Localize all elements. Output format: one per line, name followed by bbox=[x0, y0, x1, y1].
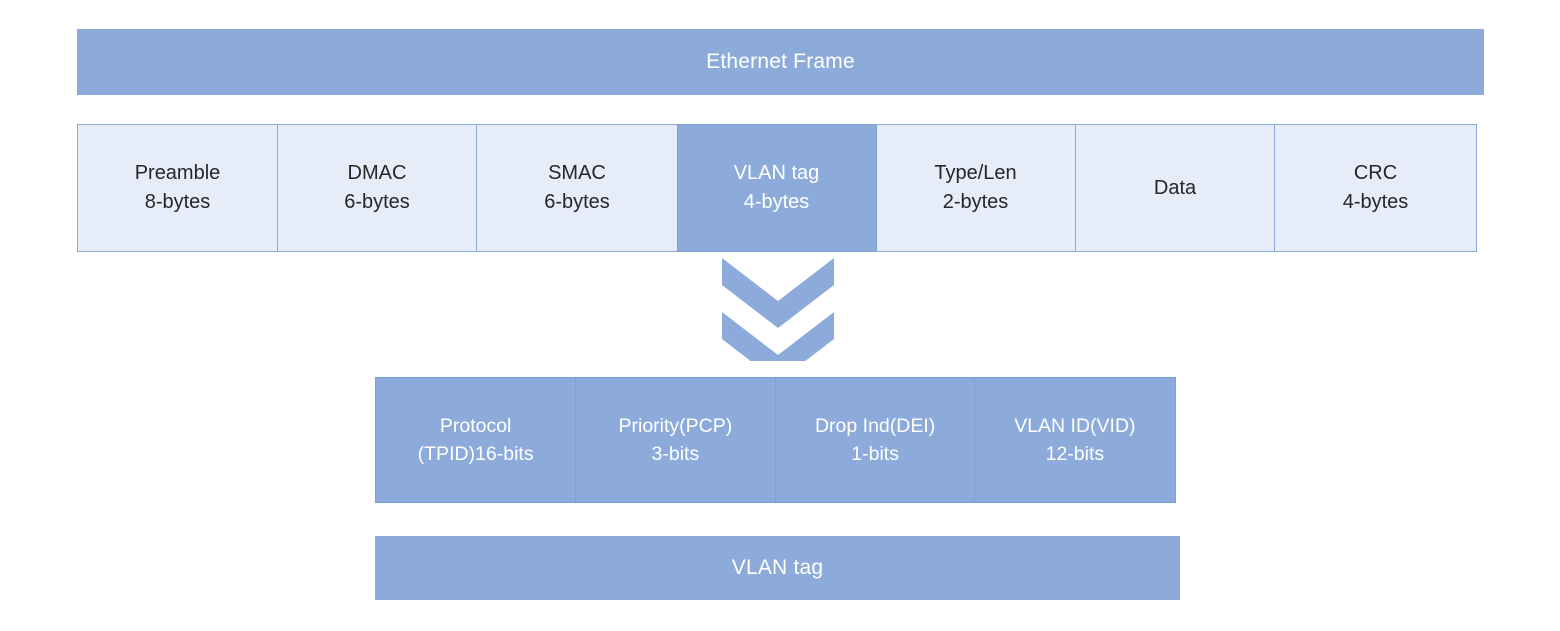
frame-cell-vlan-tag: VLAN tag 4-bytes bbox=[676, 124, 877, 252]
frame-cell-smac-name: SMAC bbox=[548, 162, 606, 184]
frame-cell-data: Data bbox=[1074, 124, 1276, 252]
double-chevron-down-icon bbox=[718, 255, 838, 361]
frame-cell-crc: CRC 4-bytes bbox=[1274, 124, 1477, 252]
vlan-cell-priority-pcp-name: Priority(PCP) bbox=[618, 414, 733, 437]
vlan-cell-protocol-tpid-size: (TPID)16-bits bbox=[417, 443, 534, 465]
ethernet-frame-field-row: Preamble 8-bytes DMAC 6-bytes SMAC 6-byt… bbox=[77, 124, 1484, 252]
ethernet-frame-title-bar: Ethernet Frame bbox=[77, 29, 1484, 95]
ethernet-frame-title: Ethernet Frame bbox=[706, 50, 855, 73]
vlan-cell-vlan-id-vid-name: VLAN ID(VID) bbox=[1014, 414, 1136, 437]
vlan-cell-drop-ind-dei: Drop Ind(DEI) 1-bits bbox=[774, 377, 976, 503]
frame-cell-preamble-name: Preamble bbox=[134, 162, 221, 184]
frame-cell-preamble-size: 8-bytes bbox=[144, 191, 211, 213]
vlan-cell-protocol-tpid-name: Protocol bbox=[439, 414, 512, 437]
frame-cell-smac-size: 6-bytes bbox=[544, 191, 610, 213]
vlan-tag-title-bar: VLAN tag bbox=[375, 536, 1180, 600]
vlan-cell-vlan-id-vid: VLAN ID(VID) 12-bits bbox=[974, 377, 1176, 503]
frame-cell-crc-size: 4-bytes bbox=[1342, 191, 1409, 213]
frame-cell-vlan-tag-size: 4-bytes bbox=[743, 191, 810, 213]
vlan-cell-drop-ind-dei-name: Drop Ind(DEI) bbox=[814, 414, 936, 437]
frame-cell-type-len-size: 2-bytes bbox=[942, 191, 1009, 213]
frame-cell-dmac-size: 6-bytes bbox=[344, 191, 410, 213]
frame-cell-smac: SMAC 6-bytes bbox=[476, 124, 678, 252]
vlan-tag-title: VLAN tag bbox=[731, 556, 824, 579]
vlan-cell-protocol-tpid: Protocol (TPID)16-bits bbox=[375, 377, 577, 503]
frame-cell-crc-name: CRC bbox=[1353, 162, 1398, 184]
frame-cell-preamble: Preamble 8-bytes bbox=[77, 124, 278, 252]
vlan-cell-priority-pcp: Priority(PCP) 3-bits bbox=[574, 377, 776, 503]
vlan-cell-priority-pcp-size: 3-bits bbox=[651, 443, 700, 465]
frame-cell-data-name: Data bbox=[1153, 176, 1197, 199]
vlan-tag-field-row: Protocol (TPID)16-bits Priority(PCP) 3-b… bbox=[375, 377, 1180, 503]
frame-cell-type-len: Type/Len 2-bytes bbox=[875, 124, 1076, 252]
frame-cell-dmac: DMAC 6-bytes bbox=[276, 124, 478, 252]
frame-cell-dmac-name: DMAC bbox=[347, 162, 407, 184]
frame-cell-vlan-tag-name: VLAN tag bbox=[733, 162, 820, 184]
vlan-cell-drop-ind-dei-size: 1-bits bbox=[851, 443, 899, 465]
vlan-cell-vlan-id-vid-size: 12-bits bbox=[1045, 443, 1105, 465]
frame-cell-type-len-name: Type/Len bbox=[934, 162, 1017, 184]
